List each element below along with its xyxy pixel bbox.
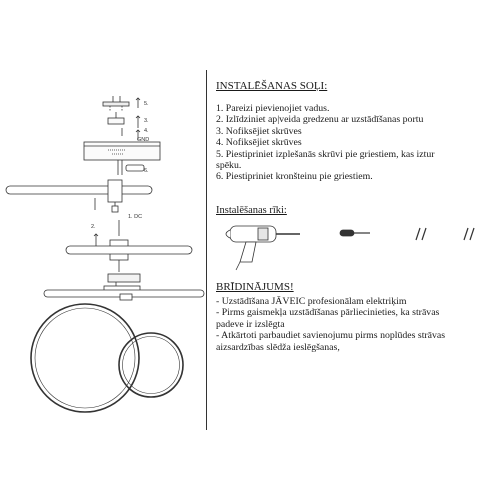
label-step3: 3.	[144, 118, 149, 124]
screwdriver-icon	[339, 229, 370, 237]
warning-heading: BRĪDINĀJUMS!	[216, 281, 294, 293]
lamp-arm	[5, 179, 153, 213]
steps-heading: INSTALĒŠANAS SOĻI:	[216, 80, 328, 92]
step-item: 5. Piestipriniet izplešanās skrūvi pie g…	[216, 148, 435, 160]
step-item: 6. Piestipriniet kronšteinu pie griestie…	[216, 171, 373, 183]
tools-heading: Instalēšanas rīki:	[216, 205, 287, 216]
warning-item: padeve ir izslēgta	[216, 318, 285, 330]
warning-item: - Atkārtoti parbaudiet savienojumu pirms…	[216, 330, 446, 342]
drill-icon	[225, 225, 300, 271]
ceiling-bracket-exploded	[102, 96, 141, 140]
label-step2: 2.	[91, 224, 96, 230]
label-step5: 5.	[144, 101, 149, 107]
step-item: 3. Nofiksējiet skrūves	[216, 125, 302, 137]
warning-item: - Uzstādīšana JĀVEIC profesionālam elekt…	[216, 296, 407, 307]
step-item: spēku.	[216, 160, 242, 172]
label-gnd: GND	[137, 137, 149, 143]
screws-icon	[463, 227, 475, 241]
mounted-arm	[43, 285, 205, 301]
column-divider	[206, 70, 207, 430]
installation-diagram: 5. 3. 4. GND 6. 1. DC 2.	[5, 96, 205, 413]
warning-item: aizsardzības slēdža ieslēgšanas,	[216, 341, 340, 353]
label-step6: 6.	[144, 168, 149, 174]
tools-row	[225, 225, 475, 271]
step-item: 1. Pareizi pievienojiet vadus.	[216, 103, 330, 114]
anchor-icon	[415, 227, 427, 241]
label-step4: 4.	[144, 128, 149, 134]
step-item: 4. Nofiksējiet skrūves	[216, 137, 302, 149]
label-step1: 1. DC	[128, 214, 142, 220]
ring-fixture	[30, 303, 184, 413]
steps-list: 1. Pareizi pievienojiet vadus. 2. Izlīdz…	[216, 103, 496, 183]
step-item: 2. Izlīdziniet ap|veida gredzenu ar uzst…	[216, 114, 424, 126]
mounting-assembly	[65, 220, 193, 292]
warning-item: - Pirms gaismekļa uzstādīšanas pārliecin…	[216, 307, 440, 319]
canopy	[83, 141, 161, 161]
warnings-list: - Uzstādīšana JĀVEIC profesionālam elekt…	[216, 296, 498, 353]
